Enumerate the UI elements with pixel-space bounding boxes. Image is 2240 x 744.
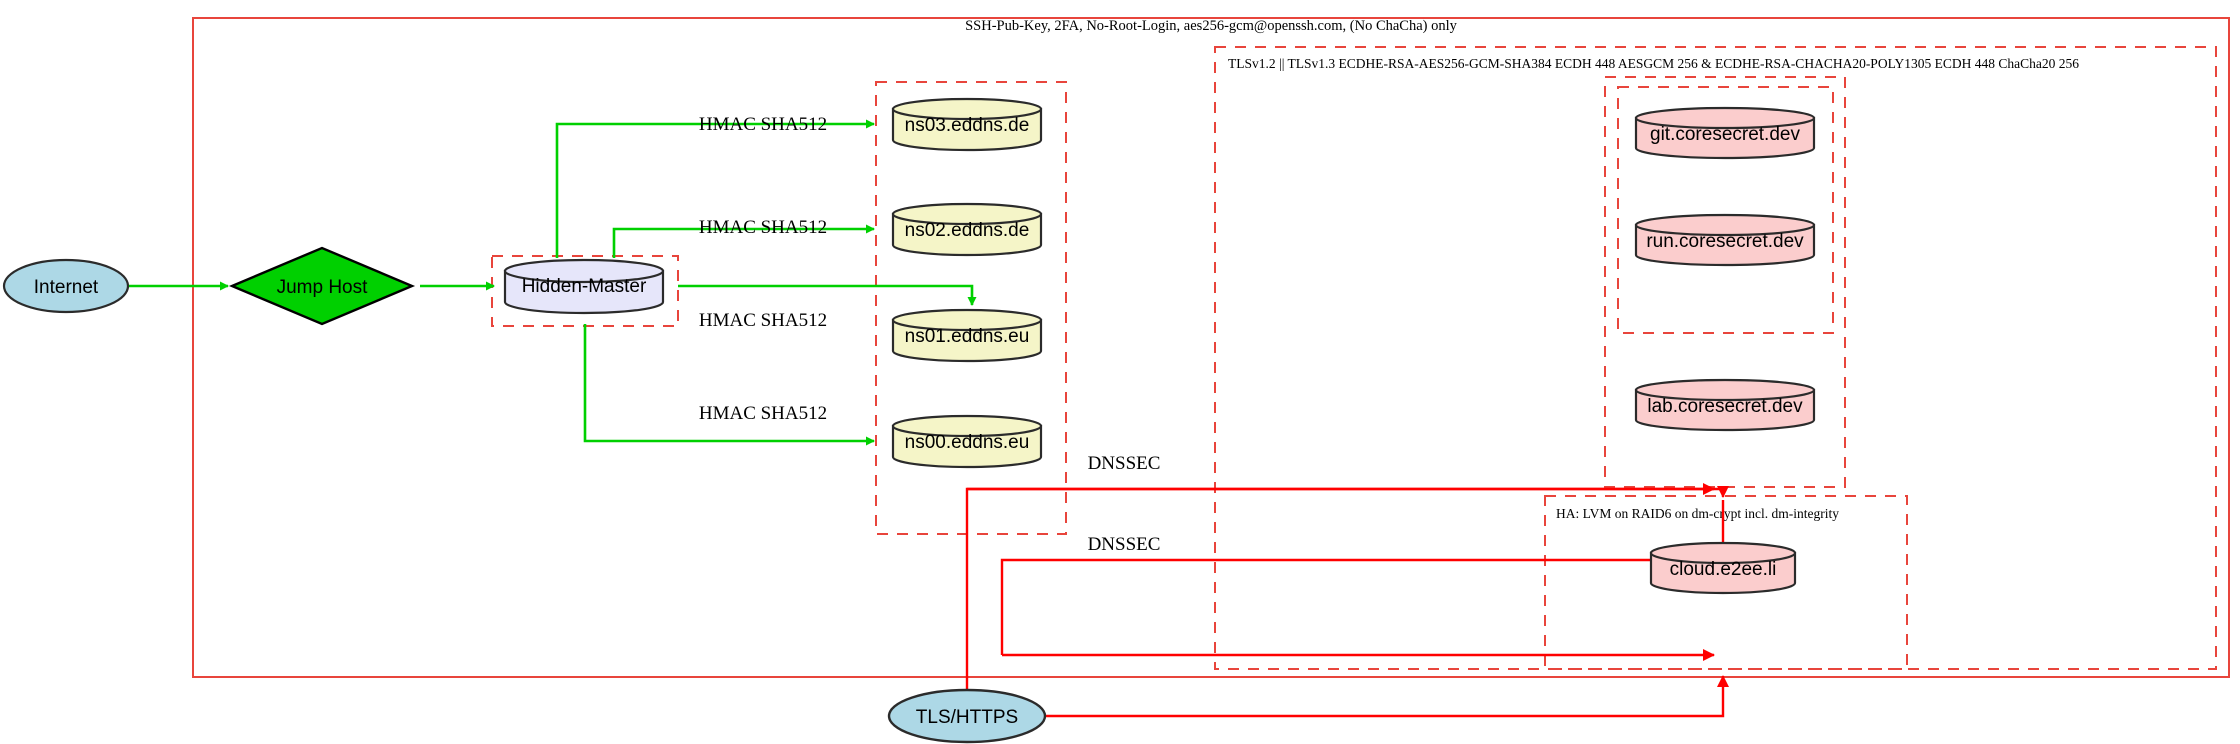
node-ns03[interactable]: ns03.eddns.de [891,97,1043,152]
edge-dnssec-lower [1008,675,1729,718]
edge-label-dnssec-lower: DNSSEC [1088,534,1161,555]
edge-label-hmac-ns02: HMAC SHA512 [699,217,827,238]
edge-dnssec-upper [965,486,1729,716]
cluster-tls-label: TLSv1.2 || TLSv1.3 ECDHE-RSA-AES256-GCM-… [1228,56,2079,71]
node-ns00-label: ns00.eddns.eu [905,432,1030,453]
node-tls-https-label: TLS/HTTPS [916,707,1018,728]
edge-label-hmac-ns00: HMAC SHA512 [699,403,827,424]
cluster-ssh-outer [192,17,2230,678]
edge-label-hmac-ns01: HMAC SHA512 [699,310,827,331]
cluster-ssh-outer-label: SSH-Pub-Key, 2FA, No-Root-Login, aes256-… [965,18,1458,34]
node-lab-coresecret-label: lab.coresecret.dev [1647,396,1803,417]
edge-hiddenmaster-to-ns03 [555,119,875,258]
edge-hiddenmaster-to-ns01 [678,284,977,306]
node-cloud-e2ee[interactable]: cloud.e2ee.li [1649,541,1797,595]
node-git-coresecret[interactable]: git.coresecret.dev [1634,106,1816,160]
node-cloud-e2ee-label: cloud.e2ee.li [1670,559,1777,580]
node-jumphost[interactable]: Jump Host [228,246,416,326]
node-ns02[interactable]: ns02.eddns.de [891,202,1043,257]
edge-dnssec-lower-stem [1000,500,1725,655]
node-hidden-master-label: Hidden-Master [522,276,647,297]
node-run-coresecret[interactable]: run.coresecret.dev [1634,213,1816,267]
edge-label-hmac-ns03: HMAC SHA512 [699,114,827,135]
edge-hiddenmaster-to-ns00 [583,324,875,446]
node-ns03-label: ns03.eddns.de [905,115,1030,136]
node-ns01-label: ns01.eddns.eu [905,326,1030,347]
edge-label-dnssec-upper: DNSSEC [1088,453,1161,474]
cluster-ha-label: HA: LVM on RAID6 on dm-crypt incl. dm-in… [1556,506,1839,521]
node-run-coresecret-label: run.coresecret.dev [1646,231,1804,252]
node-jumphost-label: Jump Host [277,277,369,298]
node-internet[interactable]: Internet [2,258,130,314]
edge-hiddenmaster-to-ns02 [612,224,875,258]
cluster-gitrun [1617,86,1834,334]
node-ns01[interactable]: ns01.eddns.eu [891,308,1043,363]
node-ns00[interactable]: ns00.eddns.eu [891,414,1043,469]
node-ns02-label: ns02.eddns.de [905,220,1030,241]
node-tls-https[interactable]: TLS/HTTPS [887,688,1047,744]
node-lab-coresecret[interactable]: lab.coresecret.dev [1634,378,1816,432]
node-hidden-master[interactable]: Hidden-Master [503,258,665,315]
node-internet-label: Internet [34,277,99,298]
node-git-coresecret-label: git.coresecret.dev [1650,124,1800,145]
